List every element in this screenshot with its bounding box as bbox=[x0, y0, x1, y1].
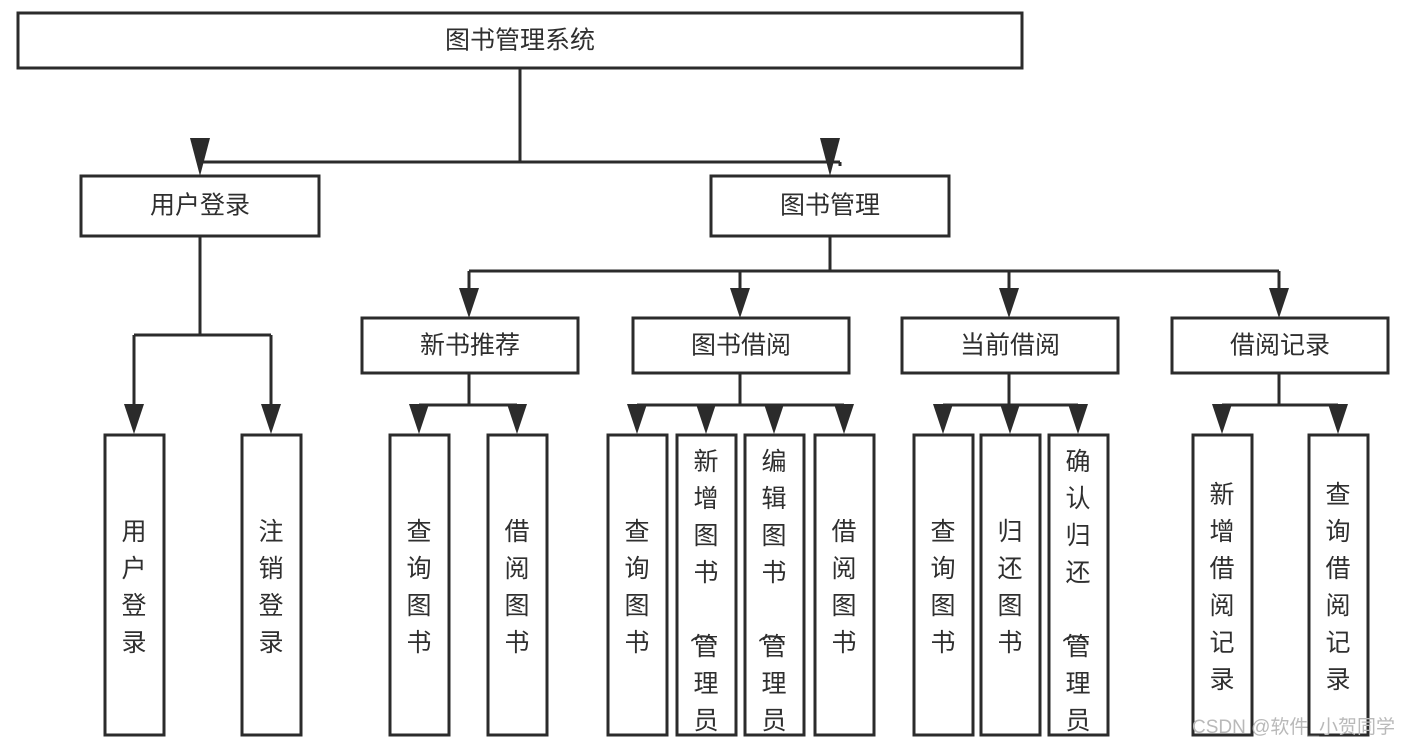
arrowhead-to-book-borrow bbox=[730, 288, 750, 318]
node-leaf-borrow-book-2[interactable]: 借阅图书 bbox=[813, 433, 876, 737]
arrowhead-to-book-manage bbox=[820, 138, 840, 176]
leaf-user-logout-box[interactable] bbox=[240, 433, 303, 737]
leaf-user-logout-label: 注销登录 bbox=[258, 518, 283, 657]
node-new-book-recommend[interactable]: 新书推荐 bbox=[360, 316, 580, 375]
arrowhead-leaf-query-book-3 bbox=[933, 404, 953, 434]
arrowhead-leaf-query-record bbox=[1328, 404, 1348, 434]
borrow-record-box[interactable] bbox=[1170, 316, 1390, 375]
leaf-borrow-book-2-label: 借阅图书 bbox=[831, 518, 856, 657]
node-leaf-query-book-2[interactable]: 查询图书 bbox=[606, 433, 669, 737]
node-leaf-edit-book[interactable]: 编辑图书（管理员） bbox=[743, 433, 806, 747]
book-borrow-box[interactable] bbox=[631, 316, 851, 375]
leaf-query-record-box[interactable] bbox=[1307, 433, 1370, 737]
arrowhead-leaf-borrow-book-2 bbox=[834, 404, 854, 434]
edges-layer bbox=[124, 68, 1348, 434]
leaf-add-book-label: 新增图书（管理员） bbox=[687, 448, 718, 747]
node-leaf-borrow-book-1[interactable]: 借阅图书 bbox=[486, 433, 549, 737]
arrowhead-leaf-query-book-1 bbox=[409, 404, 429, 434]
node-leaf-query-book-1[interactable]: 查询图书 bbox=[388, 433, 451, 737]
node-leaf-return-book[interactable]: 归还图书 bbox=[979, 433, 1042, 737]
leaf-add-record-box[interactable] bbox=[1191, 433, 1254, 737]
leaf-borrow-book-1-label: 借阅图书 bbox=[504, 518, 529, 657]
arrowhead-leaf-add-book bbox=[696, 404, 716, 434]
node-leaf-query-record[interactable]: 查询借阅记录 bbox=[1307, 433, 1370, 737]
leaf-borrow-book-1-box[interactable] bbox=[486, 433, 549, 737]
current-borrow-box[interactable] bbox=[900, 316, 1120, 375]
csdn-watermark: CSDN @软件_小贺同学 bbox=[1192, 716, 1395, 738]
leaf-return-book-label: 归还图书 bbox=[997, 518, 1022, 657]
arrowhead-leaf-user-login bbox=[124, 404, 144, 434]
node-leaf-add-record[interactable]: 新增借阅记录 bbox=[1191, 433, 1254, 737]
arrowhead-leaf-borrow-book-1 bbox=[507, 404, 527, 434]
arrowhead-to-current-borrow bbox=[999, 288, 1019, 318]
leaf-query-book-1-box[interactable] bbox=[388, 433, 451, 737]
leaf-edit-book-box[interactable] bbox=[743, 433, 806, 737]
new-book-recommend-label: 新书推荐 bbox=[420, 332, 520, 360]
book-manage-box[interactable] bbox=[709, 174, 951, 238]
leaf-confirm-return-box[interactable] bbox=[1047, 433, 1110, 737]
leaf-add-book-box[interactable] bbox=[675, 433, 738, 737]
user-login-label: 用户登录 bbox=[150, 192, 250, 220]
node-leaf-confirm-return[interactable]: 确认归还（管理员） bbox=[1047, 433, 1110, 747]
leaf-query-book-2-label: 查询图书 bbox=[624, 518, 649, 657]
node-book-borrow[interactable]: 图书借阅 bbox=[631, 316, 851, 375]
node-current-borrow[interactable]: 当前借阅 bbox=[900, 316, 1120, 375]
arrowhead-leaf-confirm-return bbox=[1068, 404, 1088, 434]
node-root[interactable]: 图书管理系统 bbox=[16, 11, 1024, 70]
root-box[interactable] bbox=[16, 11, 1024, 70]
node-leaf-query-book-3[interactable]: 查询图书 bbox=[912, 433, 975, 737]
leaf-confirm-return-label: 确认归还（管理员） bbox=[1059, 448, 1090, 747]
node-leaf-user-login[interactable]: 用户登录 bbox=[103, 433, 166, 737]
leaf-add-record-label: 新增借阅记录 bbox=[1209, 481, 1234, 694]
arrowhead-to-borrow-record bbox=[1269, 288, 1289, 318]
leaf-user-login-label: 用户登录 bbox=[121, 518, 146, 657]
node-borrow-record[interactable]: 借阅记录 bbox=[1170, 316, 1390, 375]
book-borrow-label: 图书借阅 bbox=[691, 332, 791, 360]
leaf-query-record-label: 查询借阅记录 bbox=[1325, 481, 1350, 694]
leaf-user-login-box[interactable] bbox=[103, 433, 166, 737]
node-leaf-add-book[interactable]: 新增图书（管理员） bbox=[675, 433, 738, 747]
leaf-return-book-box[interactable] bbox=[979, 433, 1042, 737]
leaf-borrow-book-2-box[interactable] bbox=[813, 433, 876, 737]
arrowhead-leaf-return-book bbox=[1000, 404, 1020, 434]
new-book-recommend-box[interactable] bbox=[360, 316, 580, 375]
arrowhead-leaf-edit-book bbox=[764, 404, 784, 434]
leaf-query-book-1-label: 查询图书 bbox=[406, 518, 431, 657]
current-borrow-label: 当前借阅 bbox=[960, 332, 1060, 360]
root-label: 图书管理系统 bbox=[445, 27, 595, 55]
arrowhead-to-user-login bbox=[190, 138, 210, 176]
node-book-manage[interactable]: 图书管理 bbox=[709, 174, 951, 238]
leaf-query-book-2-box[interactable] bbox=[606, 433, 669, 737]
user-login-box[interactable] bbox=[79, 174, 321, 238]
leaf-edit-book-label: 编辑图书（管理员） bbox=[755, 448, 786, 747]
node-leaf-user-logout[interactable]: 注销登录 bbox=[240, 433, 303, 737]
book-manage-label: 图书管理 bbox=[780, 192, 880, 220]
leaf-query-book-3-label: 查询图书 bbox=[930, 518, 955, 657]
borrow-record-label: 借阅记录 bbox=[1230, 332, 1330, 360]
node-user-login[interactable]: 用户登录 bbox=[79, 174, 321, 238]
arrowhead-leaf-add-record bbox=[1212, 404, 1232, 434]
leaf-query-book-3-box[interactable] bbox=[912, 433, 975, 737]
arrowhead-to-new-book-recommend bbox=[459, 288, 479, 318]
arrowhead-leaf-query-book-2 bbox=[627, 404, 647, 434]
arrowhead-leaf-user-logout bbox=[261, 404, 281, 434]
